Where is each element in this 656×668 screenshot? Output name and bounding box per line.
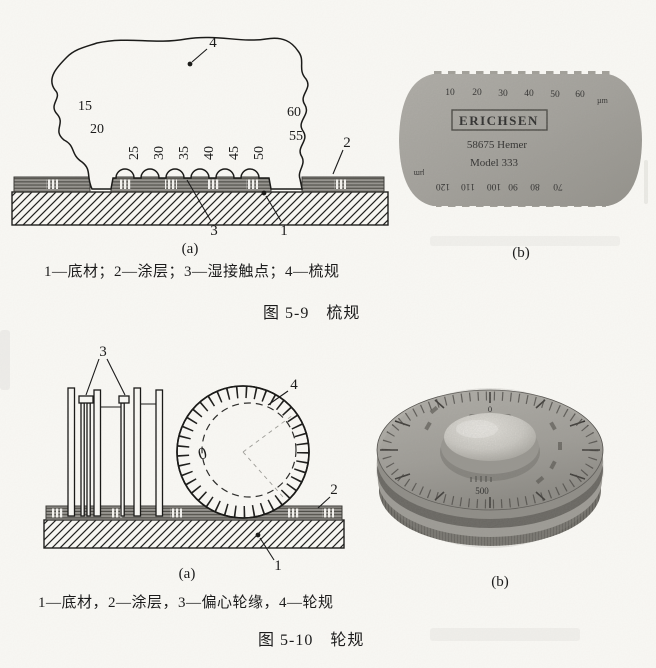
scan-artifact bbox=[430, 236, 620, 246]
fig-5-9-panel-b-label: (b) bbox=[512, 245, 530, 261]
fig-5-10-panel-b-label: (b) bbox=[491, 574, 509, 590]
fig-5-9-caption: 1—底材；2—涂层；3—湿接触点；4—梳规 bbox=[44, 264, 340, 280]
scan-artifact bbox=[0, 330, 10, 390]
fig-5-10-title: 图 5-10 轮规 bbox=[258, 632, 365, 649]
scan-artifact bbox=[430, 628, 580, 641]
fig-5-9-panel-a-label: (a) bbox=[181, 241, 199, 257]
scan-artifact bbox=[644, 160, 648, 204]
fig-5-10-caption: 1—底材，2—涂层，3—偏心轮缘，4—轮规 bbox=[38, 595, 334, 611]
fig-5-10-panel-a-label: (a) bbox=[178, 566, 196, 582]
fig-5-9-title: 图 5-9 梳规 bbox=[263, 305, 361, 322]
